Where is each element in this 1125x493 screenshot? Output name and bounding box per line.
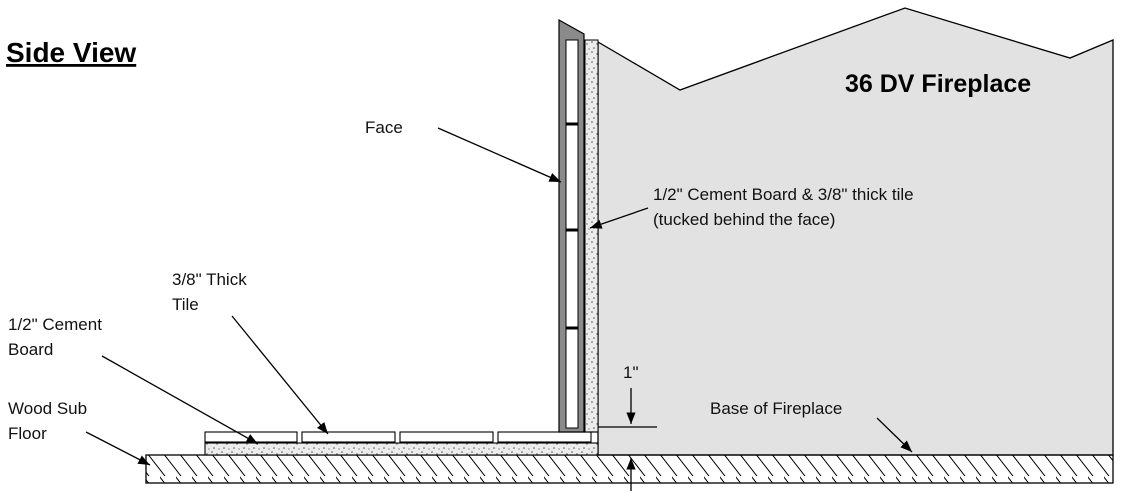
wood-floor-label-line1: Wood Sub [8,399,87,418]
wood-floor-leader [85,431,151,466]
dimension-label: 1" [623,363,639,382]
cement-tile-leader [589,207,649,229]
thick-tile-leader [231,315,329,435]
thick-tile-label-line1: 3/8" Thick [172,270,247,289]
base-label: Base of Fireplace [710,399,842,418]
wood-floor-label-line2: Floor [8,424,47,443]
fireplace-name: 36 DV Fireplace [845,70,1031,98]
cement-tile-label-line2: (tucked behind the face) [653,210,835,229]
face-label: Face [365,118,403,137]
cement-board-label-line1: 1/2" Cement [8,315,102,334]
floor-tile [301,431,396,443]
floor-tile [399,431,494,443]
thick-tile-label-line2: Tile [172,295,199,314]
floor-cement-board [204,442,599,456]
cement-board-label-line2: Board [8,340,53,359]
floor-tile [497,431,592,443]
wood-sub-floor [145,454,1114,484]
floor-tiles [204,431,592,443]
face-leader [437,127,562,183]
face-frame [558,18,585,433]
base-leader [876,417,913,453]
wall-cement-board [584,39,599,433]
cement-tile-label-line1: 1/2" Cement Board & 3/8" thick tile [653,185,914,204]
cement-board-leader [101,355,259,445]
page-title: Side View [6,37,136,68]
